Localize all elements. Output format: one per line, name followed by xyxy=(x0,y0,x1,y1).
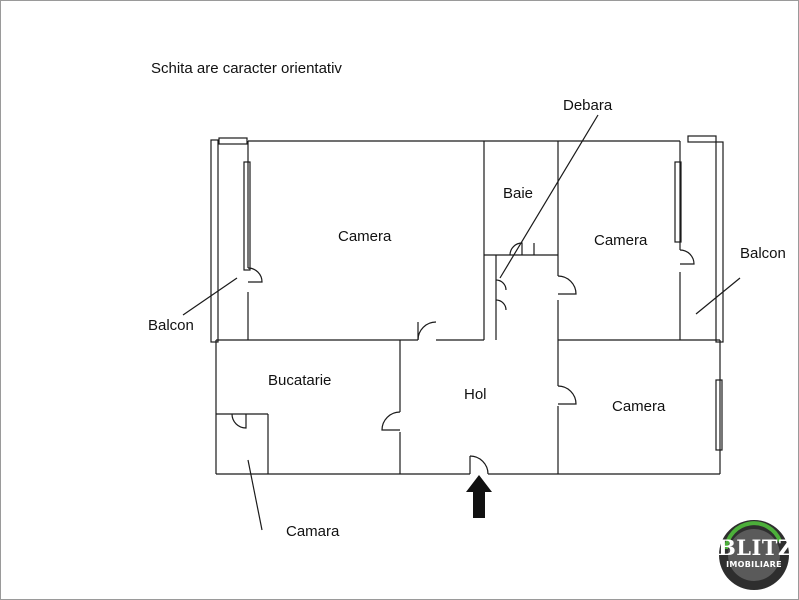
logo-line2: IMOBILIARE xyxy=(726,560,782,569)
leader-camara xyxy=(247,459,263,531)
leader-balcon-left xyxy=(182,277,238,316)
disclaimer-note: Schita are caracter orientativ xyxy=(151,60,342,77)
blitz-logo: BLITZ IMOBILIARE xyxy=(718,519,794,591)
leader-balcon-right xyxy=(695,277,741,315)
room-label-camara: Camara xyxy=(286,523,340,540)
leader-debara xyxy=(499,114,599,279)
entrance-arrow-icon xyxy=(466,475,492,518)
room-label-camera-right-bottom: Camera xyxy=(612,398,666,415)
balcony-right-rail xyxy=(715,141,724,343)
balcony-left-rail xyxy=(210,139,219,343)
logo-line1: BLITZ xyxy=(718,535,794,560)
room-label-balcon-right: Balcon xyxy=(740,245,786,262)
room-label-camera-right-top: Camera xyxy=(594,232,648,249)
room-label-balcon-left: Balcon xyxy=(148,317,194,334)
room-label-hol: Hol xyxy=(464,386,487,403)
room-label-debara: Debara xyxy=(563,97,613,114)
room-label-bucatarie: Bucatarie xyxy=(268,372,332,389)
room-label-camera-left: Camera xyxy=(338,228,392,245)
room-label-baie: Baie xyxy=(503,185,534,202)
